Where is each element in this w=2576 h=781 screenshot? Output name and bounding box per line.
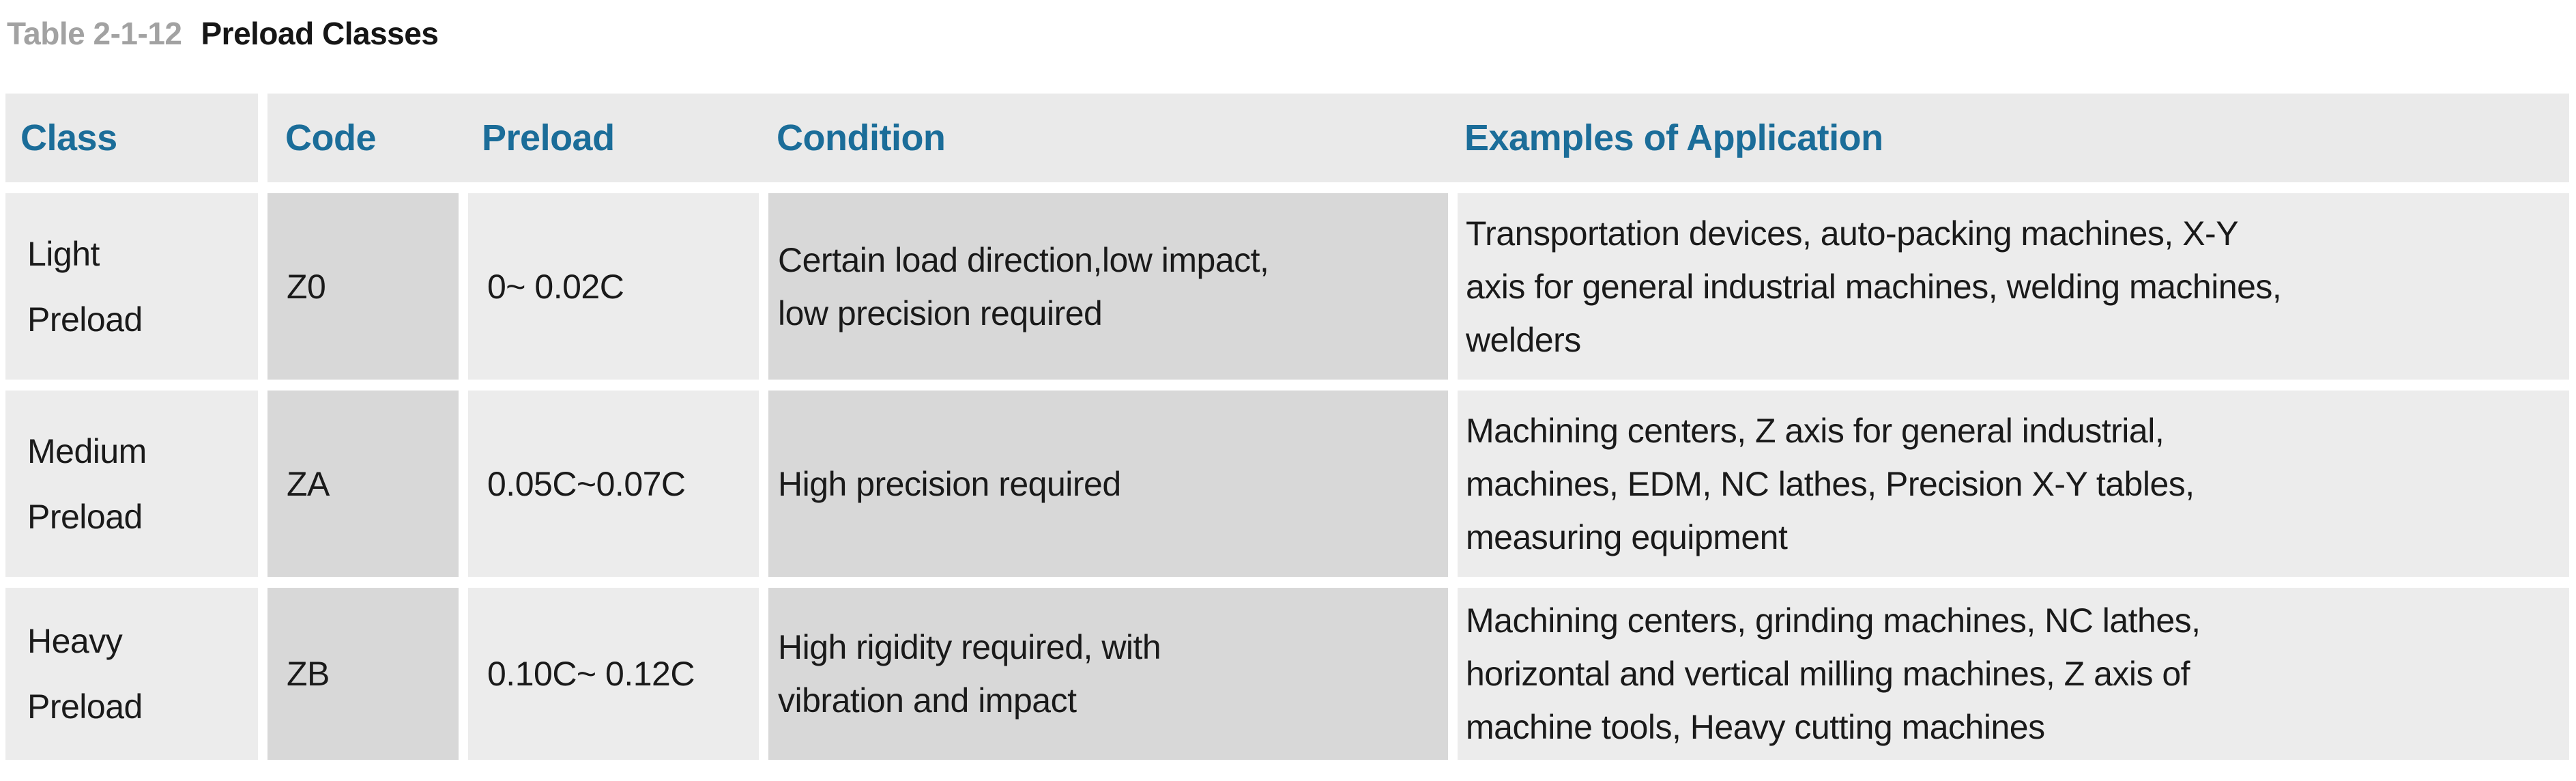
cell-code: ZA	[267, 390, 459, 577]
page-title: Preload Classes	[201, 16, 439, 51]
column-header-class: Class	[5, 94, 258, 182]
preload-classes-table: Class Code Preload Condition Examples of…	[5, 94, 2569, 760]
cell-examples: Machining centers, grinding machines, NC…	[1458, 588, 2569, 760]
table-caption: Table 2-1-12 Preload Classes	[7, 15, 439, 53]
cell-condition: High rigidity required, with vibration a…	[768, 588, 1448, 760]
column-header-condition: Condition	[777, 117, 946, 158]
cell-preload: 0.05C~0.07C	[468, 390, 759, 577]
cell-code: ZB	[267, 588, 459, 760]
cell-condition: Certain load direction,low impact, low p…	[768, 193, 1448, 380]
cell-class: Medium Preload	[5, 390, 258, 577]
cell-examples: Transportation devices, auto-packing mac…	[1458, 193, 2569, 380]
column-header-preload: Preload	[482, 117, 615, 158]
cell-class: Heavy Preload	[5, 588, 258, 760]
cell-code: Z0	[267, 193, 459, 380]
cell-examples: Machining centers, Z axis for general in…	[1458, 390, 2569, 577]
cell-preload: 0~ 0.02C	[468, 193, 759, 380]
table-number: Table 2-1-12	[7, 16, 182, 51]
column-header-code: Code	[285, 117, 377, 158]
table-header-band: Code Preload Condition Examples of Appli…	[267, 94, 2569, 182]
cell-preload: 0.10C~ 0.12C	[468, 588, 759, 760]
cell-class: Light Preload	[5, 193, 258, 380]
column-header-examples: Examples of Application	[1464, 117, 1883, 158]
cell-condition: High precision required	[768, 390, 1448, 577]
